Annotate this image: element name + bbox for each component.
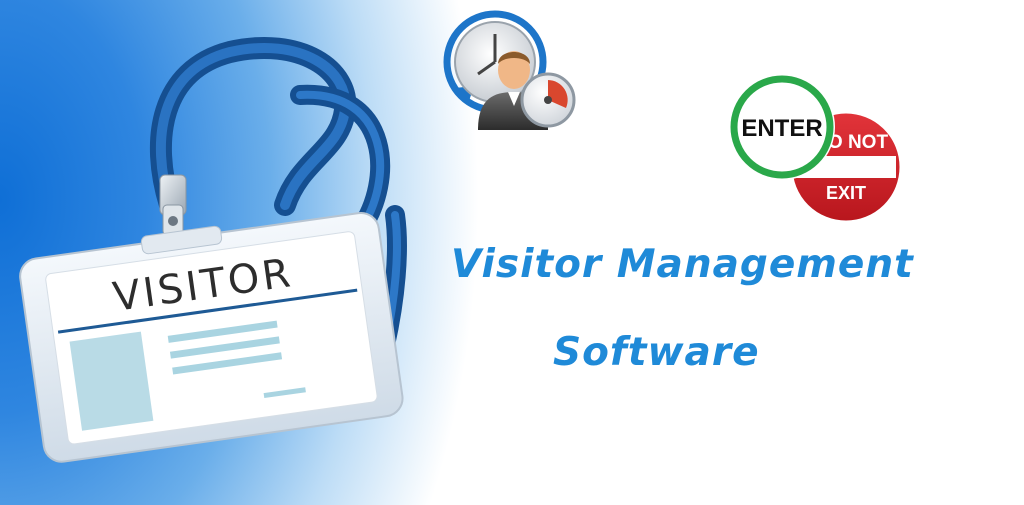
do-not-label: O NOT [828, 132, 889, 153]
enter-sign-icon: ENTER [729, 74, 835, 180]
exit-label: EXIT [826, 183, 866, 203]
clock-user-icon [443, 10, 576, 130]
visitor-badge-icon [19, 211, 404, 463]
headline-line-2: Software [553, 330, 760, 375]
headline-line-1: Visitor Management [451, 242, 914, 287]
enter-label: ENTER [741, 115, 822, 142]
